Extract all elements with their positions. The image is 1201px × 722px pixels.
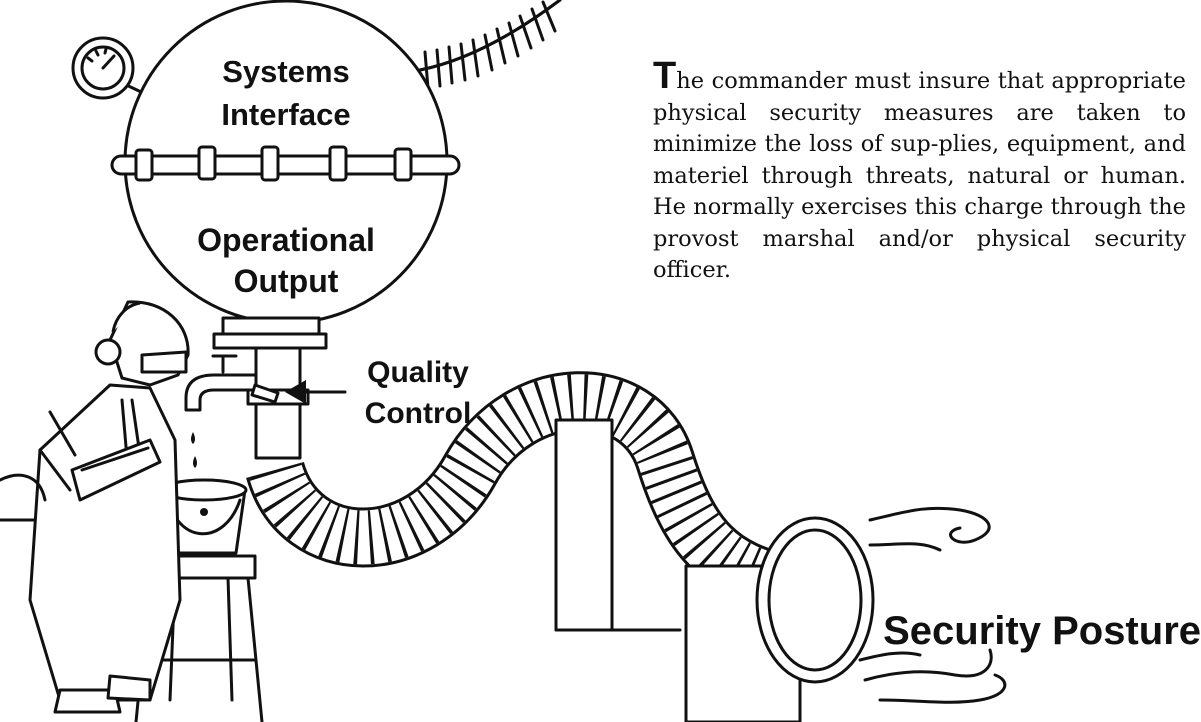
drop-cap: T (653, 55, 676, 97)
systems-interface-label-line2: Interface (221, 97, 350, 132)
operational-output-label-line2: Output (234, 263, 339, 299)
quality-control-label-line2: Control (365, 397, 472, 430)
body-paragraph: The commander must insure that appropria… (653, 62, 1186, 287)
operational-output-label-line1: Operational (197, 222, 375, 258)
systems-sphere: Systems Interface Operational Output (112, 1, 459, 323)
security-posture-label: Security Posture (883, 609, 1201, 653)
systems-interface-label-line1: Systems (222, 54, 350, 89)
scientist-figure (0, 302, 188, 712)
incoming-hose (420, 0, 560, 88)
main-hose (275, 401, 790, 585)
flow-swirl-lines (860, 508, 1005, 702)
quality-control-label-line1: Quality (367, 356, 469, 389)
body-paragraph-text: he commander must insure that appropriat… (653, 68, 1186, 283)
